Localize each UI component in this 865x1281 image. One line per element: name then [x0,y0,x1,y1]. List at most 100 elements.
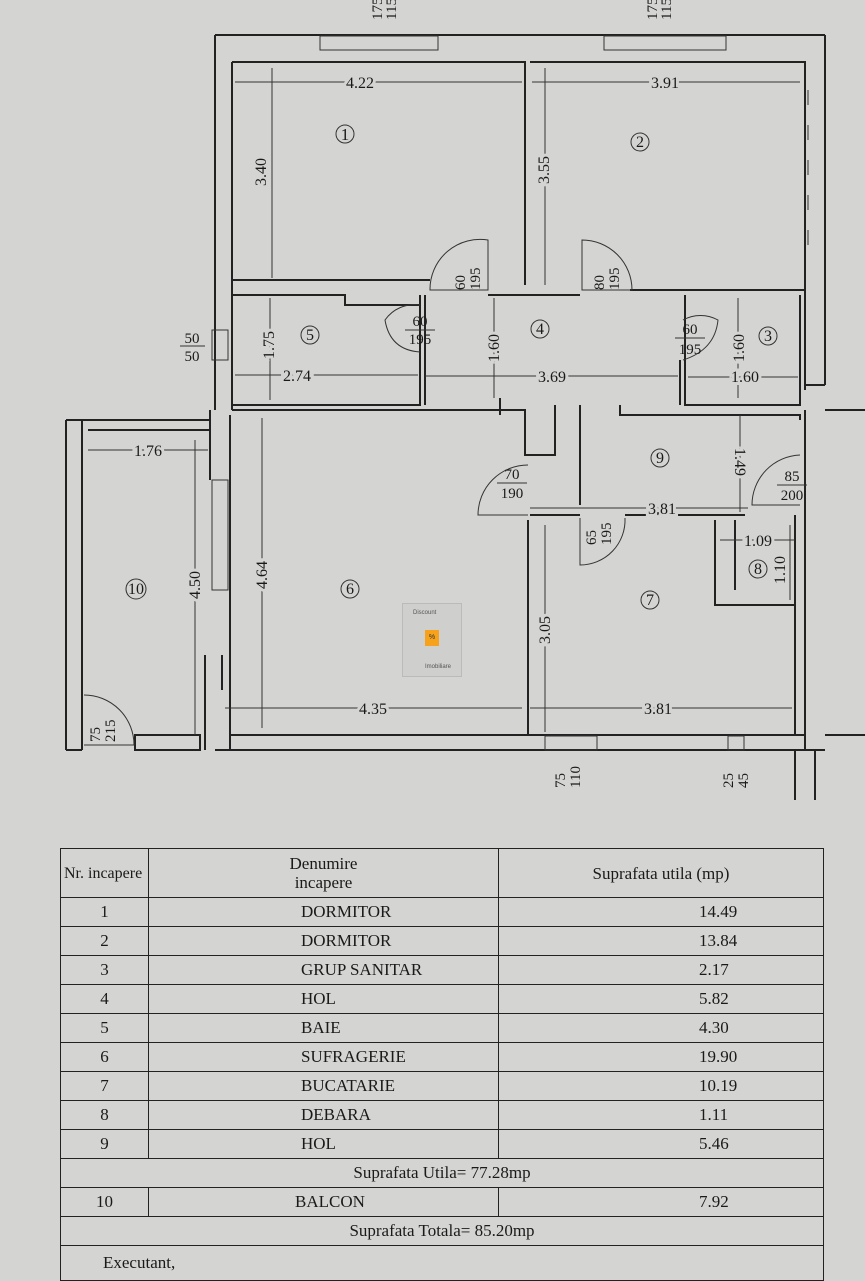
dim-r5-height: 1.75 [261,331,278,359]
room-marker-8: 8 [748,559,768,579]
dim-r8-width: 1.09 [744,533,772,550]
cell-area: 5.46 [498,1129,824,1159]
cell-area: 10.19 [498,1071,824,1101]
svg-text:60: 60 [453,275,469,290]
dim-r4-height: 1.60 [486,334,503,362]
dim-r1-height: 3.40 [253,158,270,186]
dim-r10-height: 4.50 [187,571,204,599]
cell-area: 5.82 [498,984,824,1014]
cell-name: SUFRAGERIE [148,1042,499,1072]
svg-text:8: 8 [754,561,762,578]
svg-text:195: 195 [607,268,623,291]
dim-r3-height: 1.60 [731,334,748,362]
dim-r8-height: 1.10 [772,556,789,584]
svg-text:9: 9 [656,450,664,467]
cell-nr: 5 [60,1013,149,1043]
svg-text:1: 1 [341,125,350,144]
table-row-balcony: 10 BALCON 7.92 [60,1187,824,1217]
svg-text:60: 60 [413,314,428,330]
svg-text:115: 115 [659,0,675,20]
cell-name: HOL [148,1129,499,1159]
room-marker-5: 5 [300,325,320,345]
svg-text:80: 80 [592,275,608,290]
cell-name: BAIE [148,1013,499,1043]
cell-name: BUCATARIE [148,1071,499,1101]
cell-name: HOL [148,984,499,1014]
svg-text:65: 65 [584,530,600,545]
dim-r6-height: 4.64 [254,561,271,589]
svg-text:10: 10 [128,581,144,598]
room-marker-2: 2 [630,132,650,152]
total-row: Suprafata Totala= 85.20mp [60,1216,824,1246]
room-marker-10: 10 [125,578,147,600]
header-nr: Nr. incapere [60,848,149,898]
dim-r7-width: 3.81 [644,701,672,718]
svg-text:7: 7 [646,592,654,609]
svg-text:2: 2 [636,134,644,151]
dimension-lines [88,68,800,735]
svg-text:195: 195 [409,332,432,348]
svg-text:50: 50 [185,349,200,365]
floor-plan: 4.22 3.40 3.91 3.55 1.75 2.74 1.60 3.69 … [65,0,865,800]
cell-nr: 1 [60,897,149,927]
watermark-logo: Discount % Imobiliare [402,603,462,677]
cell-name: GRUP SANITAR [148,955,499,985]
svg-text:200: 200 [781,488,804,504]
cell-nr: 3 [60,955,149,985]
room-area-table: Nr. incapere Denumire incapere Suprafata… [60,848,824,1281]
dim-r1-width: 4.22 [346,75,374,92]
svg-text:195: 195 [468,268,484,291]
cell-nr: 9 [60,1129,149,1159]
svg-text:75: 75 [553,773,569,788]
svg-text:45: 45 [736,773,752,788]
svg-text:6: 6 [346,581,354,598]
cell-nr: 8 [60,1100,149,1130]
header-name: Denumire incapere [148,848,499,898]
subtotal-row: Suprafata Utila= 77.28mp [60,1158,824,1188]
svg-text:75: 75 [88,727,104,742]
room-numbers: 1 2 3 4 5 6 7 8 9 10 [125,124,778,610]
dim-r5-width: 2.74 [283,368,311,385]
svg-text:215: 215 [103,720,119,743]
cell-area: 2.17 [498,955,824,985]
dim-r4-width: 3.69 [538,369,566,386]
room-marker-3: 3 [758,326,778,346]
dim-r2-height: 3.55 [536,156,553,184]
cell-nr: 7 [60,1071,149,1101]
dim-r2-width: 3.91 [651,75,679,92]
cell-name: DORMITOR [148,926,499,956]
dim-r7-height: 3.05 [537,616,554,644]
svg-text:3: 3 [764,328,772,345]
cell-nr: 6 [60,1042,149,1072]
room-marker-1: 1 [335,124,355,144]
cell-nr: 2 [60,926,149,956]
svg-text:115: 115 [384,0,400,20]
svg-text:25: 25 [721,773,737,788]
dim-r3-width: 1.60 [731,369,759,386]
cell-nr: 4 [60,984,149,1014]
room-marker-7: 7 [640,590,660,610]
dim-r6-width: 4.35 [359,701,387,718]
cell-name: DEBARA [148,1100,499,1130]
cell-area: 4.30 [498,1013,824,1043]
cell-name: DORMITOR [148,897,499,927]
header-area: Suprafata utila (mp) [498,848,824,898]
dim-r9-width: 3.81 [648,501,676,518]
door-swings [83,238,801,746]
table-header: Nr. incapere Denumire incapere Suprafata… [60,848,824,898]
svg-text:110: 110 [568,766,584,788]
svg-text:70: 70 [505,467,520,483]
walls [65,34,865,800]
cell-area: 19.90 [498,1042,824,1072]
svg-text:85: 85 [785,469,800,485]
svg-text:5: 5 [306,327,314,344]
